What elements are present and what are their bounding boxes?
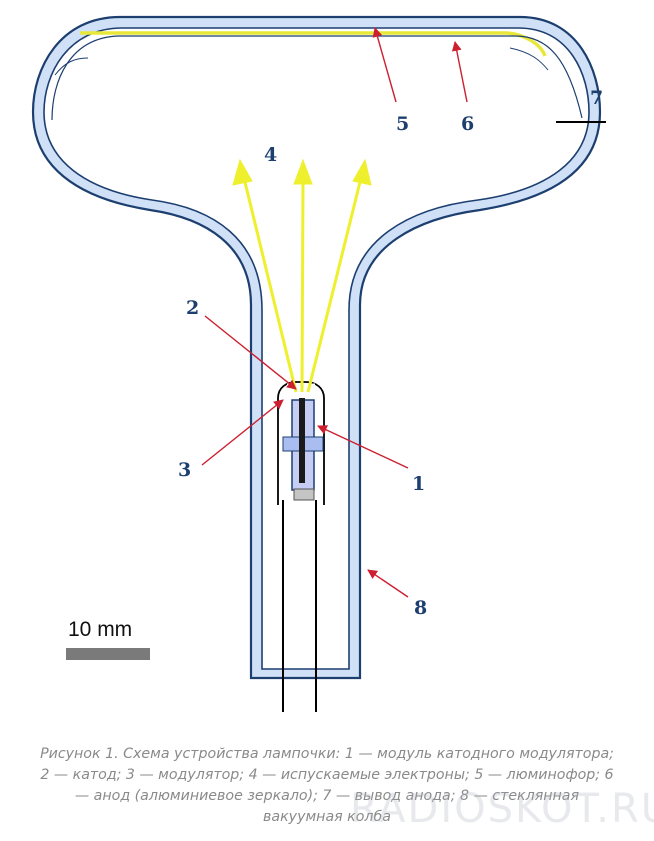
label-1: 1 [412, 473, 425, 495]
anode-mirror-layer [51, 35, 583, 121]
label-8: 8 [414, 597, 427, 619]
label-5: 5 [396, 113, 409, 135]
electron-beams [232, 158, 372, 393]
label-7: 7 [590, 87, 603, 109]
vacuum-space [43, 27, 590, 670]
anode-edge-right [509, 47, 549, 71]
scale-bar-label: 10 mm [68, 618, 132, 641]
phosphor-layer [80, 31, 547, 57]
pointer-arrows [201, 27, 468, 598]
anode-edge-left [54, 57, 89, 76]
label-2: 2 [186, 297, 199, 319]
label-4: 4 [264, 144, 277, 166]
label-3: 3 [178, 459, 191, 481]
cathode-rod [299, 398, 305, 483]
figure-caption: Рисунок 1. Схема устройства лампочки: 1 … [40, 746, 614, 825]
scale-bar [66, 648, 150, 660]
label-6: 6 [461, 113, 474, 135]
cathode-base [293, 488, 315, 501]
